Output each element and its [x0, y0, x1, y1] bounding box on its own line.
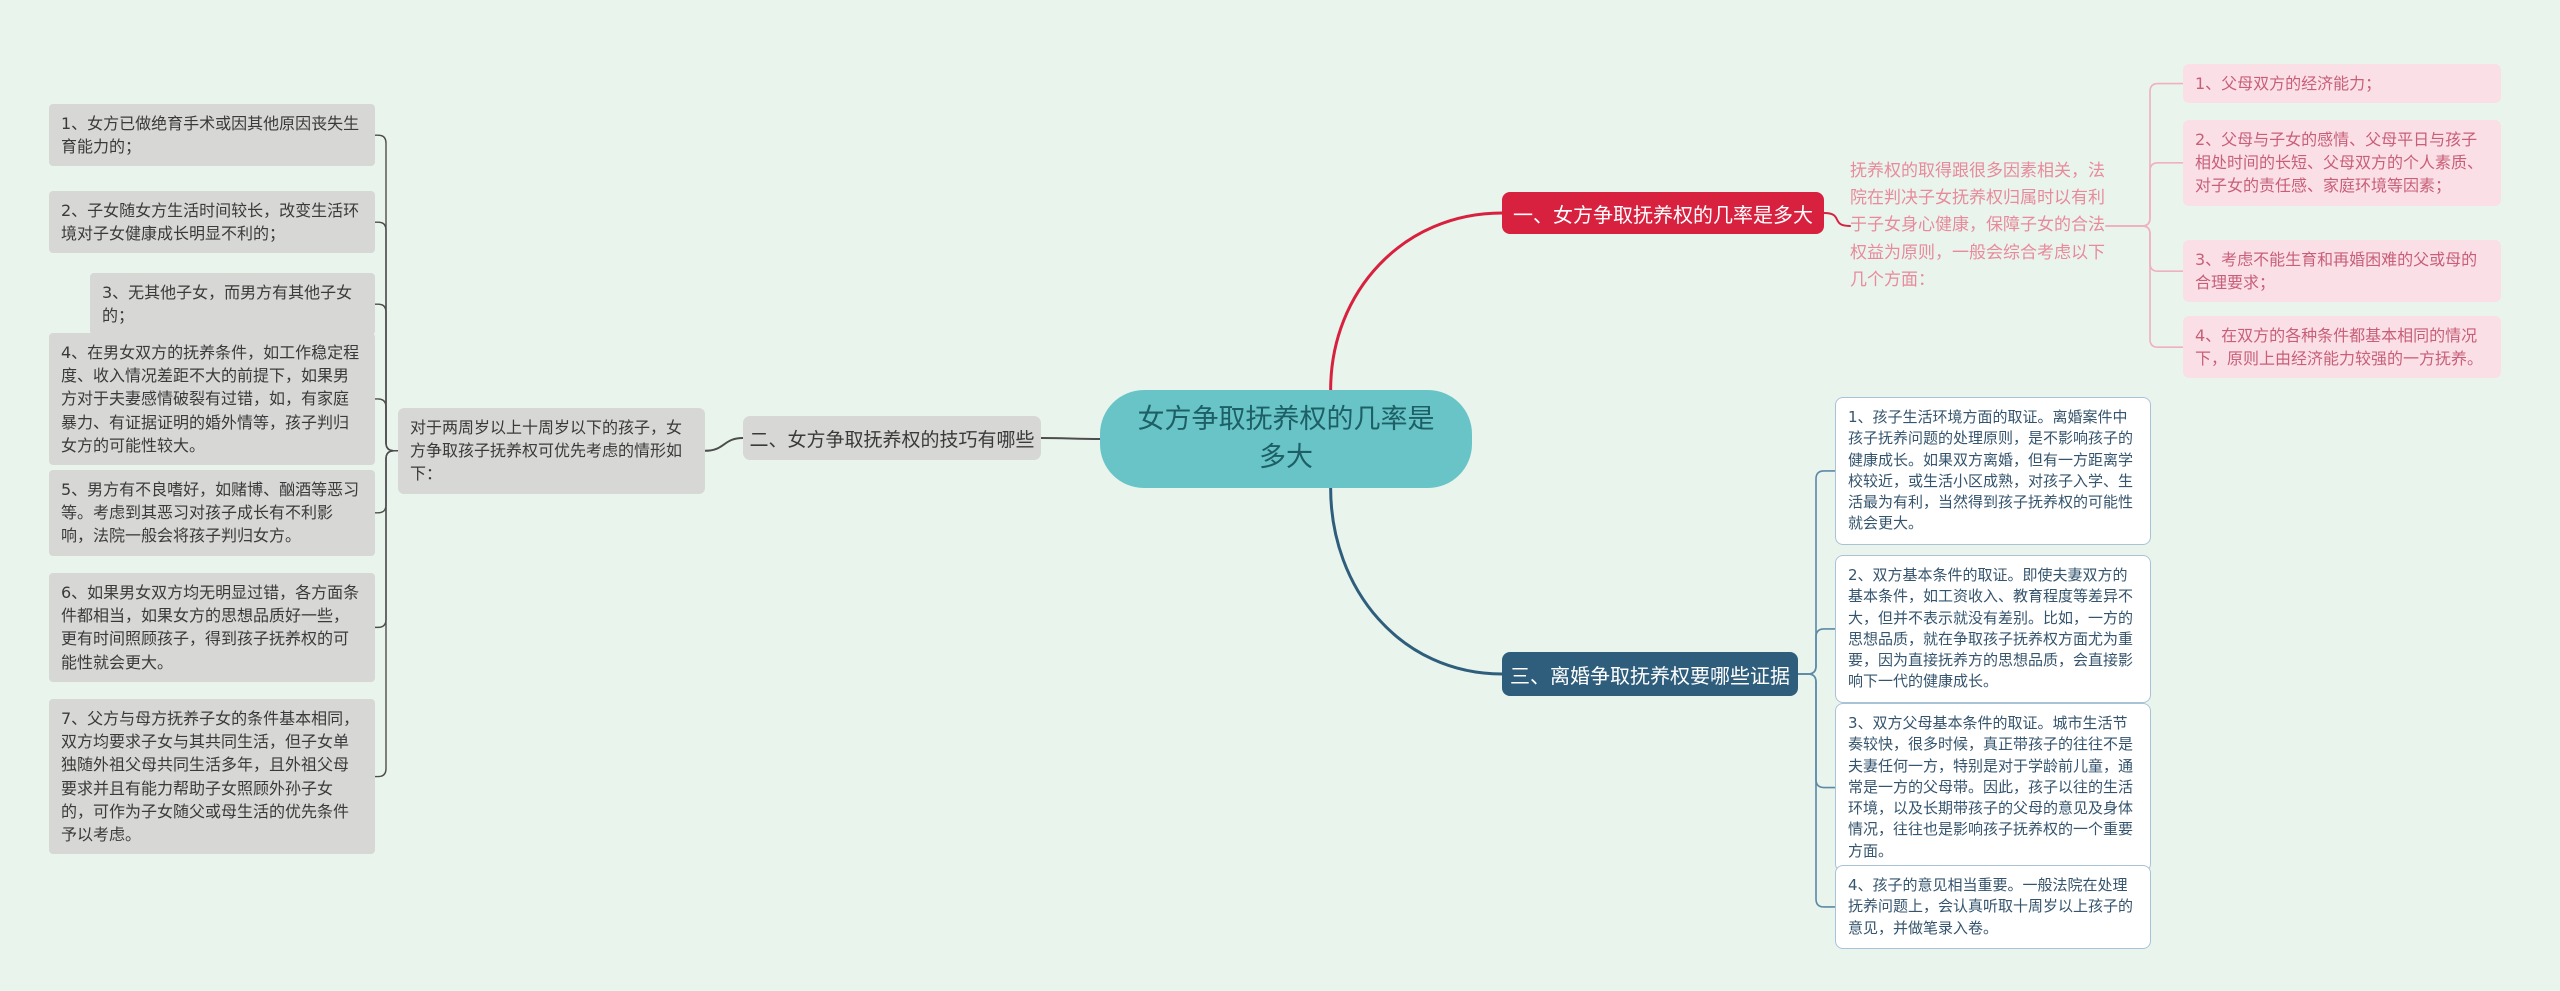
branch-2-item-6[interactable]: 6、如果男女双方均无明显过错，各方面条件都相当，如果女方的思想品质好一些，更有时… [49, 573, 375, 682]
branch-2-item-7[interactable]: 7、父方与母方抚养子女的条件基本相同，双方均要求子女与其共同生活，但子女单独随外… [49, 699, 375, 855]
branch-2-item-3[interactable]: 3、无其他子女，而男方有其他子女的； [90, 273, 375, 336]
branch-2-title[interactable]: 二、女方争取抚养权的技巧有哪些 [743, 416, 1041, 460]
branch-1-intro[interactable]: 抚养权的取得跟很多因素相关，法院在判决子女抚养权归属时以有利于子女身心健康，保障… [1850, 161, 2105, 290]
central-topic[interactable]: 女方争取抚养权的几率是多大 [1100, 390, 1472, 488]
branch-3-item-2[interactable]: 2、双方基本条件的取证。即使夫妻双方的基本条件，如工资收入、教育程度等差异不大，… [1835, 555, 2151, 703]
branch-2-item-5[interactable]: 5、男方有不良嗜好，如赌博、酗酒等恶习等。考虑到其恶习对孩子成长有不利影响，法院… [49, 470, 375, 556]
branch-1-item-1[interactable]: 1、父母双方的经济能力； [2183, 64, 2501, 104]
branch-3-item-4[interactable]: 4、孩子的意见相当重要。一般法院在处理抚养问题上，会认真听取十周岁以上孩子的意见… [1835, 865, 2151, 949]
branch-1-title[interactable]: 一、女方争取抚养权的几率是多大 [1502, 192, 1824, 234]
branch-3-item-1[interactable]: 1、孩子生活环境方面的取证。离婚案件中孩子抚养问题的处理原则，是不影响孩子的健康… [1835, 397, 2151, 545]
branch-2-item-2[interactable]: 2、子女随女方生活时间较长，改变生活环境对子女健康成长明显不利的； [49, 191, 375, 254]
branch-3-item-3[interactable]: 3、双方父母基本条件的取证。城市生活节奏较快，很多时候，真正带孩子的往往不是夫妻… [1835, 703, 2151, 873]
branch-1-item-4[interactable]: 4、在双方的各种条件都基本相同的情况下，原则上由经济能力较强的一方抚养。 [2183, 316, 2501, 379]
branch-2-item-4[interactable]: 4、在男女双方的抚养条件，如工作稳定程度、收入情况差距不大的前提下，如果男方对于… [49, 333, 375, 465]
branch-2-item-1[interactable]: 1、女方已做绝育手术或因其他原因丧失生育能力的； [49, 104, 375, 167]
branch-3-title[interactable]: 三、离婚争取抚养权要哪些证据 [1502, 652, 1798, 696]
branch-1-item-2[interactable]: 2、父母与子女的感情、父母平日与孩子相处时间的长短、父母双方的个人素质、对子女的… [2183, 120, 2501, 206]
branch-1-item-3[interactable]: 3、考虑不能生育和再婚困难的父或母的合理要求； [2183, 240, 2501, 303]
branch-2-intro[interactable]: 对于两周岁以上十周岁以下的孩子，女方争取孩子抚养权可优先考虑的情形如下： [398, 408, 705, 494]
